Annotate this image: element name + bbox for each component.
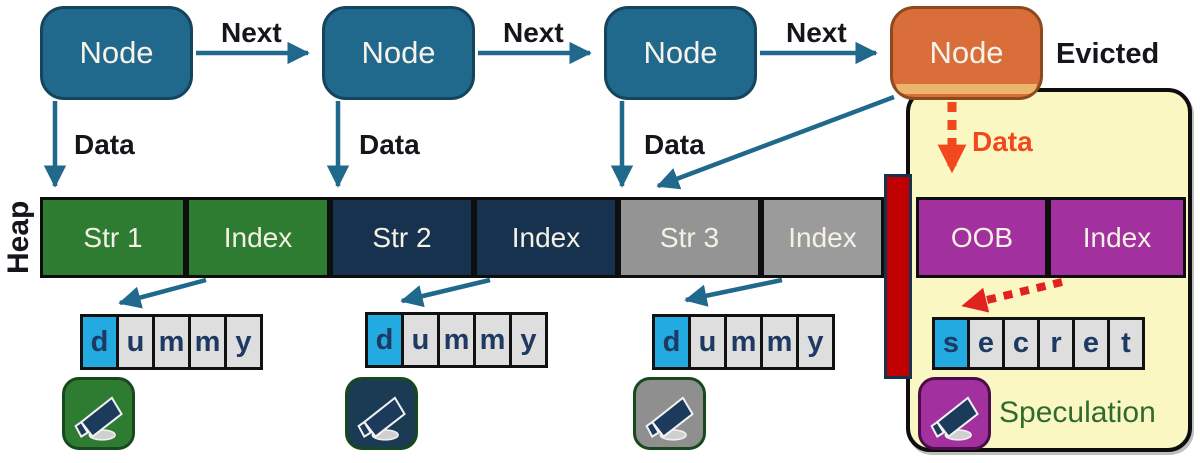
next-label-3: Next <box>786 17 847 48</box>
next-label-1: Next <box>221 17 282 48</box>
index-arrow-2 <box>400 277 491 308</box>
node-box-3: Node <box>604 6 757 100</box>
char-cell: r <box>1037 317 1075 370</box>
char-cell: d <box>652 314 691 370</box>
char-cell: m <box>437 312 476 368</box>
heap-segment-index-oob: Index <box>1048 197 1186 278</box>
char-cell: s <box>932 317 970 370</box>
char-array-dummy-1: d u m m y <box>80 314 263 370</box>
char-array-dummy-2: d u m m y <box>365 312 548 368</box>
char-cell: d <box>365 312 404 368</box>
megaphone-glyph <box>73 395 123 441</box>
node-label: Node <box>643 35 718 70</box>
megaphone-glyph <box>644 395 694 441</box>
node-box-1: Node <box>40 6 193 100</box>
heap-segment-str3: Str 3 <box>618 197 761 278</box>
node-box-4-evicted: Node <box>890 6 1043 100</box>
char-cell: d <box>80 314 119 370</box>
megaphone-glyph <box>356 395 406 441</box>
speculation-label: Speculation <box>999 396 1156 429</box>
char-array-dummy-3: d u m m y <box>652 314 835 370</box>
next-label-2: Next <box>503 17 564 48</box>
yellow-overlap-tint <box>896 84 1037 94</box>
node-label: Node <box>79 35 154 70</box>
char-cell: u <box>116 314 155 370</box>
data-label-1: Data <box>74 129 135 160</box>
char-cell: y <box>796 314 835 370</box>
heap-segment-index3: Index <box>761 197 884 278</box>
heap-segment-oob: OOB <box>916 197 1048 278</box>
char-cell: y <box>224 314 263 370</box>
char-cell: m <box>760 314 799 370</box>
heap-segment-str2: Str 2 <box>330 197 474 278</box>
char-cell: u <box>688 314 727 370</box>
node-box-2: Node <box>322 6 475 100</box>
megaphone-icon <box>633 377 706 450</box>
node-label: Node <box>929 35 1004 70</box>
char-cell: m <box>724 314 763 370</box>
char-cell: m <box>152 314 191 370</box>
megaphone-icon <box>918 377 991 450</box>
heap-axis-label: Heap <box>2 200 35 275</box>
node-label: Node <box>361 35 436 70</box>
megaphone-icon <box>62 377 135 450</box>
evicted-label: Evicted <box>1056 38 1160 70</box>
red-barrier-bar <box>884 174 912 379</box>
char-cell: y <box>509 312 548 368</box>
heap-segment-index2: Index <box>474 197 618 278</box>
char-array-secret: s e c r e t <box>932 317 1145 370</box>
oob-data-label: Data <box>972 126 1033 157</box>
char-cell: u <box>401 312 440 368</box>
char-cell: m <box>188 314 227 370</box>
char-cell: e <box>967 317 1005 370</box>
megaphone-icon <box>345 377 418 450</box>
char-cell: e <box>1072 317 1110 370</box>
index-arrow-1 <box>118 277 207 309</box>
heap-segment-str1: Str 1 <box>40 197 186 278</box>
data-label-2: Data <box>359 129 420 160</box>
megaphone-glyph <box>929 395 979 441</box>
index-arrow-3 <box>684 277 783 307</box>
char-cell: t <box>1107 317 1145 370</box>
data-label-3: Data <box>644 129 705 160</box>
heap-segment-index1: Index <box>186 197 330 278</box>
char-cell: c <box>1002 317 1040 370</box>
char-cell: m <box>473 312 512 368</box>
